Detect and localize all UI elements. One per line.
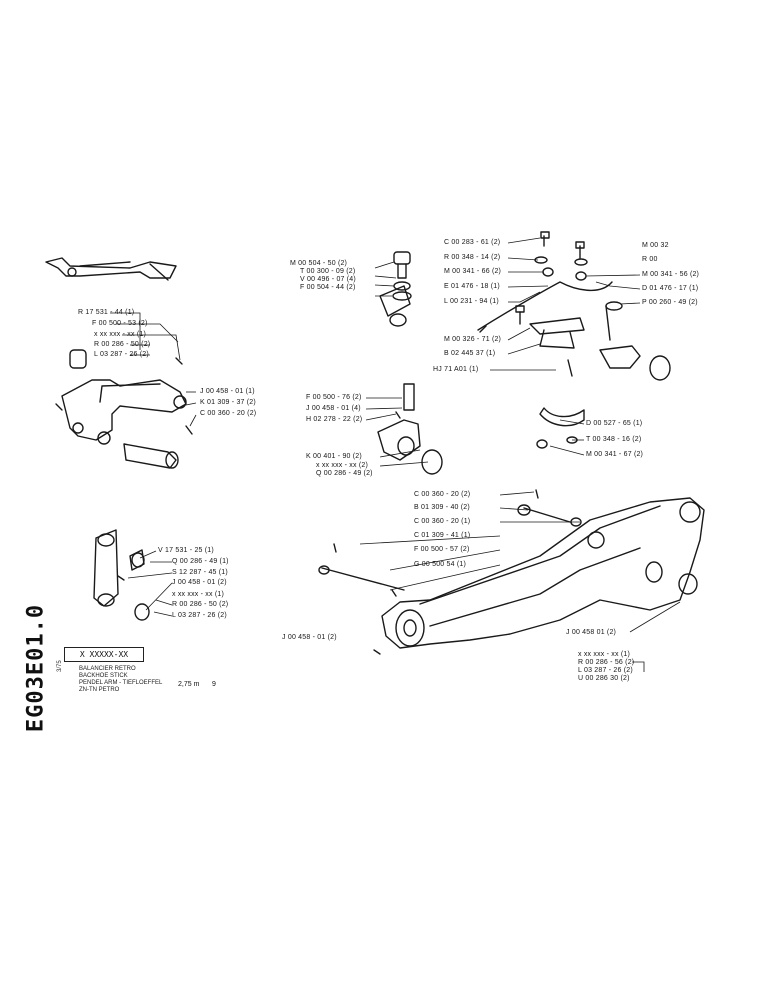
part-label: x xx xxx - xx (1) <box>578 651 631 658</box>
part-label: x xx xxx - xx (1) <box>94 331 147 338</box>
part-label: M 00 32 <box>642 242 669 249</box>
part-label: M 00 341 - 56 (2) <box>642 271 700 278</box>
part-label: H 02 278 - 22 (2) <box>306 416 363 423</box>
part-label: M 00 341 - 67 (2) <box>586 451 644 458</box>
part-label: R 17 531 - 44 (1) <box>78 309 135 316</box>
bracket-assembly-drawing <box>55 349 193 469</box>
part-label: V 00 496 - 07 (4) <box>300 276 356 283</box>
valve-group-drawing <box>477 231 671 449</box>
part-label: M 00 504 - 50 (2) <box>290 260 348 267</box>
part-label: Q 00 286 - 49 (1) <box>172 558 229 565</box>
stick-length: 2,75 m <box>178 681 200 688</box>
part-label: K 00 401 - 90 (2) <box>306 453 362 460</box>
part-label: E 01 476 - 18 (1) <box>444 283 500 290</box>
part-label: P 00 260 - 49 (2) <box>642 299 698 306</box>
part-label: J 00 458 - 01 (4) <box>306 405 361 412</box>
part-label: B 01 309 - 40 (2) <box>414 504 470 511</box>
part-code-box: X XXXXX-XX <box>64 647 144 662</box>
backhoe-stick-drawing <box>318 489 705 655</box>
page-number: 9 <box>212 681 216 688</box>
title-line-4: ZN-TN PETRO <box>79 687 120 693</box>
title-line-3: PENDEL ARM - TIEFLOEFFEL <box>79 680 163 686</box>
part-label: R 00 286 - 56 (2) <box>578 659 635 666</box>
part-label: L 00 231 - 94 (1) <box>444 298 499 305</box>
part-label: R 00 286 - 50 (2) <box>172 601 229 608</box>
title-line-1: BALANCIER RETRO <box>79 666 136 672</box>
part-label: Q 00 286 - 49 (2) <box>316 470 373 477</box>
part-label: B 02 445 37 (1) <box>444 350 496 357</box>
part-label: D 00 527 - 65 (1) <box>586 420 643 427</box>
part-label: K 01 309 - 37 (2) <box>200 399 256 406</box>
part-label: V 17 531 - 25 (1) <box>158 547 214 554</box>
part-label: J 00 458 - 01 (2) <box>172 579 227 586</box>
part-label: R 00 <box>642 256 658 263</box>
part-label: R 00 286 - 50 (2) <box>94 341 151 348</box>
part-label: G 00 500 54 (1) <box>414 561 467 568</box>
part-label: x xx xxx - xx (2) <box>316 462 369 469</box>
part-label: J 00 458 01 (2) <box>566 629 617 636</box>
part-label: M 00 326 - 71 (2) <box>444 336 502 343</box>
part-label: L 03 287 - 26 (2) <box>172 612 227 619</box>
part-label: L 03 287 - 26 (2) <box>94 351 149 358</box>
part-label: U 00 286 30 (2) <box>578 675 630 682</box>
drawing-code-vertical: EG03E01.0 <box>23 603 49 733</box>
drawing-date-vertical: 3/75 <box>57 660 63 672</box>
part-label: x xx xxx - xx (1) <box>172 591 225 598</box>
part-label: C 00 360 - 20 (1) <box>414 518 471 525</box>
pivot-drawing <box>377 383 443 475</box>
pin-fitting-drawing <box>379 251 412 327</box>
title-line-2: BACKHOE STICK <box>79 673 128 679</box>
part-label: C 00 360 - 20 (2) <box>414 491 471 498</box>
part-label: F 00 500 - 53 (2) <box>92 320 148 327</box>
part-label: D 01 476 - 17 (1) <box>642 285 699 292</box>
machine-overview-icon <box>45 257 177 281</box>
part-label: J 00 458 - 01 (2) <box>282 634 337 641</box>
part-label: R 00 348 - 14 (2) <box>444 254 501 261</box>
part-label: F 00 504 - 44 (2) <box>300 284 356 291</box>
part-label: C 00 283 - 61 (2) <box>444 239 501 246</box>
part-label: T 00 348 - 16 (2) <box>586 436 642 443</box>
part-label: T 00 300 - 09 (2) <box>300 268 356 275</box>
part-label: HJ 71 A01 (1) <box>433 366 479 373</box>
part-label: M 00 341 - 66 (2) <box>444 268 502 275</box>
part-label: C 01 309 - 41 (1) <box>414 532 471 539</box>
part-label: C 00 360 - 20 (2) <box>200 410 257 417</box>
part-label: L 03 287 - 26 (2) <box>578 667 633 674</box>
link-rod-drawing <box>93 529 150 621</box>
part-label: F 00 500 - 57 (2) <box>414 546 470 553</box>
part-label: J 00 458 - 01 (1) <box>200 388 255 395</box>
part-label: F 00 500 - 76 (2) <box>306 394 362 401</box>
part-label: S 12 287 - 45 (1) <box>172 569 228 576</box>
